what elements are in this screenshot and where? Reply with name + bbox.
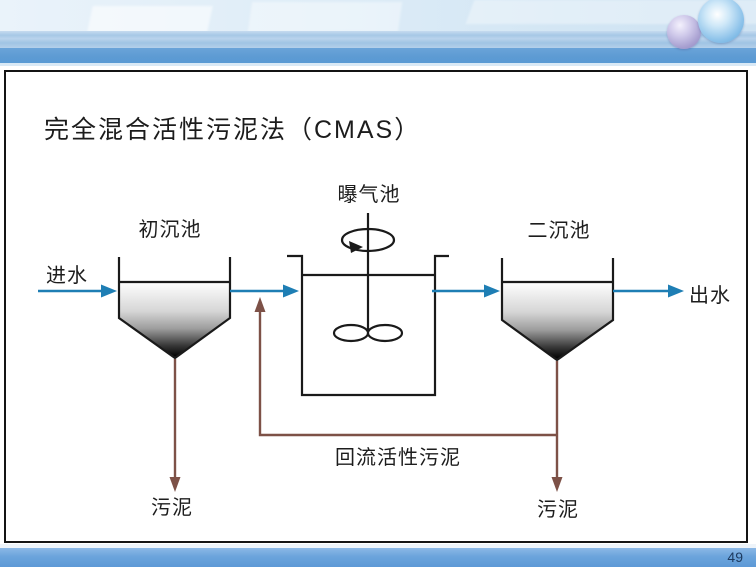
watermark-shape xyxy=(247,2,403,31)
page-number: 49 xyxy=(727,549,743,565)
header-stripe-band xyxy=(0,31,756,48)
label-sludge-right: 污泥 xyxy=(537,499,579,521)
header-gradient-strip xyxy=(0,0,756,31)
label-return-sludge: 回流活性污泥 xyxy=(335,447,461,469)
label-influent: 进水 xyxy=(46,265,88,287)
footer-band: 49 xyxy=(0,548,756,567)
decor-sphere-purple xyxy=(667,15,701,49)
header-underline xyxy=(0,63,756,66)
watermark-shape xyxy=(87,6,213,31)
label-sludge-left: 污泥 xyxy=(151,497,193,519)
decor-sphere-blue xyxy=(698,0,744,43)
label-aeration-tank: 曝气池 xyxy=(337,184,401,206)
slide-title: 完全混合活性污泥法（CMAS） xyxy=(44,116,422,144)
label-effluent: 出水 xyxy=(689,285,731,307)
label-primary-clarifier: 初沉池 xyxy=(138,219,202,241)
label-secondary-clarifier: 二沉池 xyxy=(527,220,591,242)
header-blue-band xyxy=(0,48,756,63)
header-banner xyxy=(0,0,756,66)
footer-gap xyxy=(0,544,756,548)
